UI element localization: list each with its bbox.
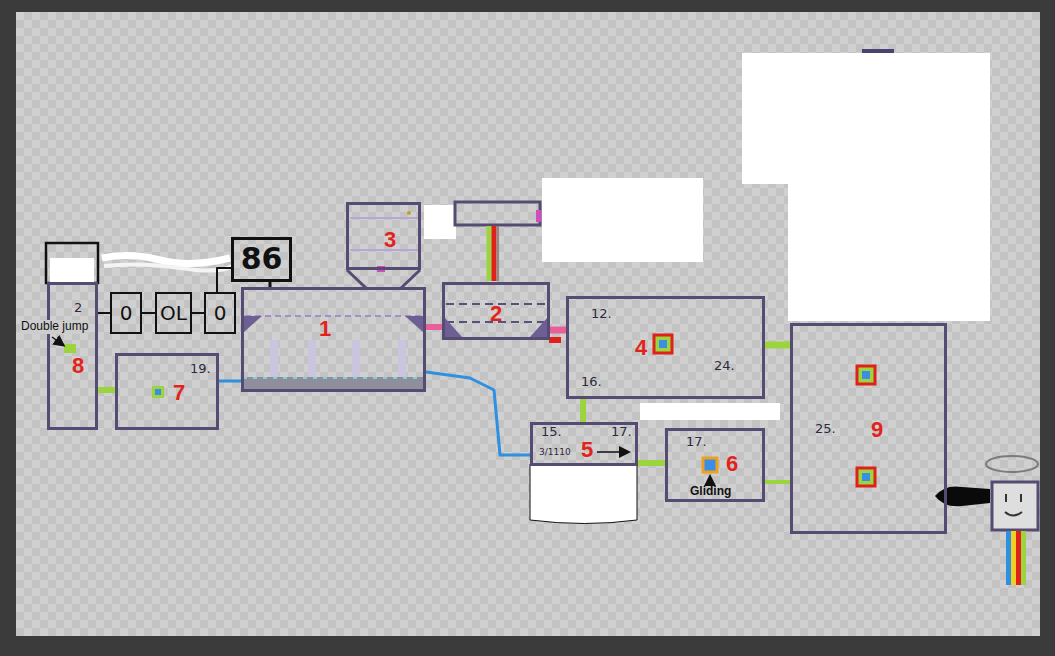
map-connector	[426, 372, 530, 455]
callout-number: 6	[726, 453, 738, 475]
room-box: 25.9	[790, 323, 947, 534]
ability-label: Double jump	[20, 320, 89, 334]
counter-box: 0	[204, 292, 236, 334]
map-connector	[192, 312, 204, 314]
room-number: 17.	[611, 425, 632, 440]
map-connector	[580, 399, 586, 422]
room-number: 25.	[815, 422, 836, 437]
room-box: 28	[47, 282, 98, 430]
room-number: 17.	[686, 435, 707, 450]
counter-text: 0	[120, 302, 133, 325]
callout-number: 9	[871, 419, 883, 441]
room-number: 19.	[190, 362, 211, 377]
callout-number: 1	[319, 318, 331, 340]
callout-number: 8	[72, 355, 84, 377]
room-box: 1	[241, 287, 426, 392]
room-box: 2	[442, 282, 550, 340]
room-box: 15. 3/1110 17. 5	[530, 422, 638, 466]
room-box: 3	[346, 202, 421, 270]
callout-number: 3	[384, 229, 396, 251]
room-number: 15.	[541, 425, 562, 440]
map-connector	[426, 324, 442, 330]
room-box: 17. 6Gliding	[665, 428, 765, 502]
room-note: 3/1110	[539, 447, 571, 457]
total-text: 86	[241, 242, 283, 277]
counter-text: OL	[160, 302, 187, 325]
counter-box: OL	[155, 292, 192, 334]
room-box: 12. 4 16. 24.	[566, 296, 765, 399]
callout-number: 7	[173, 382, 185, 404]
room-number: 12.	[591, 307, 612, 322]
total-box: 86	[231, 237, 292, 282]
map-connector	[765, 480, 790, 484]
map-connector	[638, 460, 665, 466]
callout-number: 5	[581, 439, 593, 461]
room-number: 24.	[714, 359, 735, 374]
room-box: 19.7	[115, 353, 219, 430]
map-connector	[98, 312, 110, 314]
ability-label: Gliding	[690, 485, 731, 499]
map-connector	[98, 387, 115, 393]
map-connector	[550, 327, 566, 334]
room-number: 16.	[581, 375, 602, 390]
room-number: 2	[74, 301, 82, 316]
map-connector	[217, 268, 231, 292]
counter-box: 0	[110, 292, 142, 334]
map-connector	[142, 312, 155, 314]
map-connector	[765, 342, 790, 349]
callout-number: 2	[490, 303, 502, 325]
counter-text: 0	[214, 302, 227, 325]
map-connector	[219, 380, 241, 383]
callout-number: 4	[635, 337, 647, 359]
